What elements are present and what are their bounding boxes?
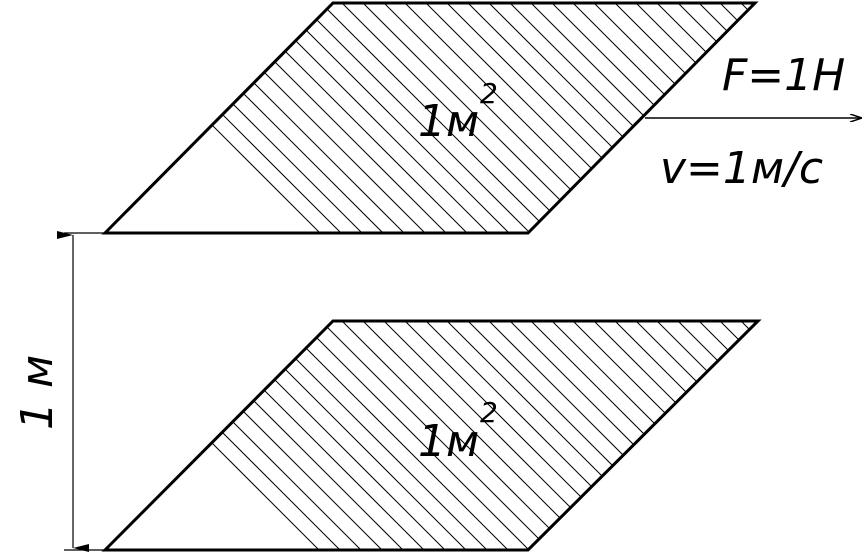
hatch-line (105, 321, 320, 550)
hatch-line (509, 321, 740, 550)
hatch-line (194, 3, 426, 233)
hatch-line (299, 3, 531, 233)
hatch-line (152, 321, 383, 550)
hatch-line (572, 321, 758, 550)
hatch-line (299, 321, 530, 550)
hatch-line (215, 3, 447, 233)
force-label: F=1H (722, 50, 845, 101)
velocity-label: v=1м/с (660, 143, 823, 194)
distance-label: 1 м (12, 355, 63, 430)
hatch-line (593, 321, 758, 550)
force-vector: F=1H v=1м/с (645, 50, 862, 194)
bottom-plate-area-exponent: 2 (480, 396, 498, 429)
hatch-line (783, 321, 866, 550)
hatch-line (362, 3, 594, 233)
top-plate-area-label: 1м (418, 96, 479, 147)
hatch-line (467, 321, 698, 550)
hatch-line (131, 321, 362, 550)
top-plate-area-exponent: 2 (480, 77, 498, 110)
hatch-line (105, 3, 321, 233)
hatch-line (635, 321, 758, 550)
hatch-line (194, 321, 425, 550)
hatch-line (762, 321, 866, 550)
hatch-line (110, 321, 341, 550)
hatch-line (551, 321, 758, 550)
hatch-line (320, 3, 552, 233)
bottom-plate-area-label: 1м (418, 416, 479, 467)
hatch-line (488, 321, 719, 550)
hatch-line (614, 321, 758, 550)
hatch-line (341, 321, 572, 550)
hatch-line (173, 321, 404, 550)
hatch-line (152, 3, 384, 233)
hatch-line (740, 321, 758, 550)
hatch-line (173, 3, 405, 233)
hatch-line (677, 321, 758, 550)
hatch-line (110, 3, 342, 233)
bottom-plate-outline (101, 319, 762, 552)
hatch-line (530, 321, 758, 550)
hatch-line (278, 321, 509, 550)
hatch-line (341, 3, 573, 233)
hatch-line (719, 321, 758, 550)
hatch-line (656, 321, 758, 550)
distance-dimension: 1 м (12, 231, 105, 552)
hatch-line (215, 321, 446, 550)
bottom-plate: 1м 2 (101, 319, 866, 552)
hatch-line (278, 3, 510, 233)
top-plate-outline (101, 1, 759, 235)
hatch-line (362, 321, 593, 550)
hatch-line (320, 321, 551, 550)
hatch-line (656, 3, 755, 233)
hatch-line (131, 3, 363, 233)
